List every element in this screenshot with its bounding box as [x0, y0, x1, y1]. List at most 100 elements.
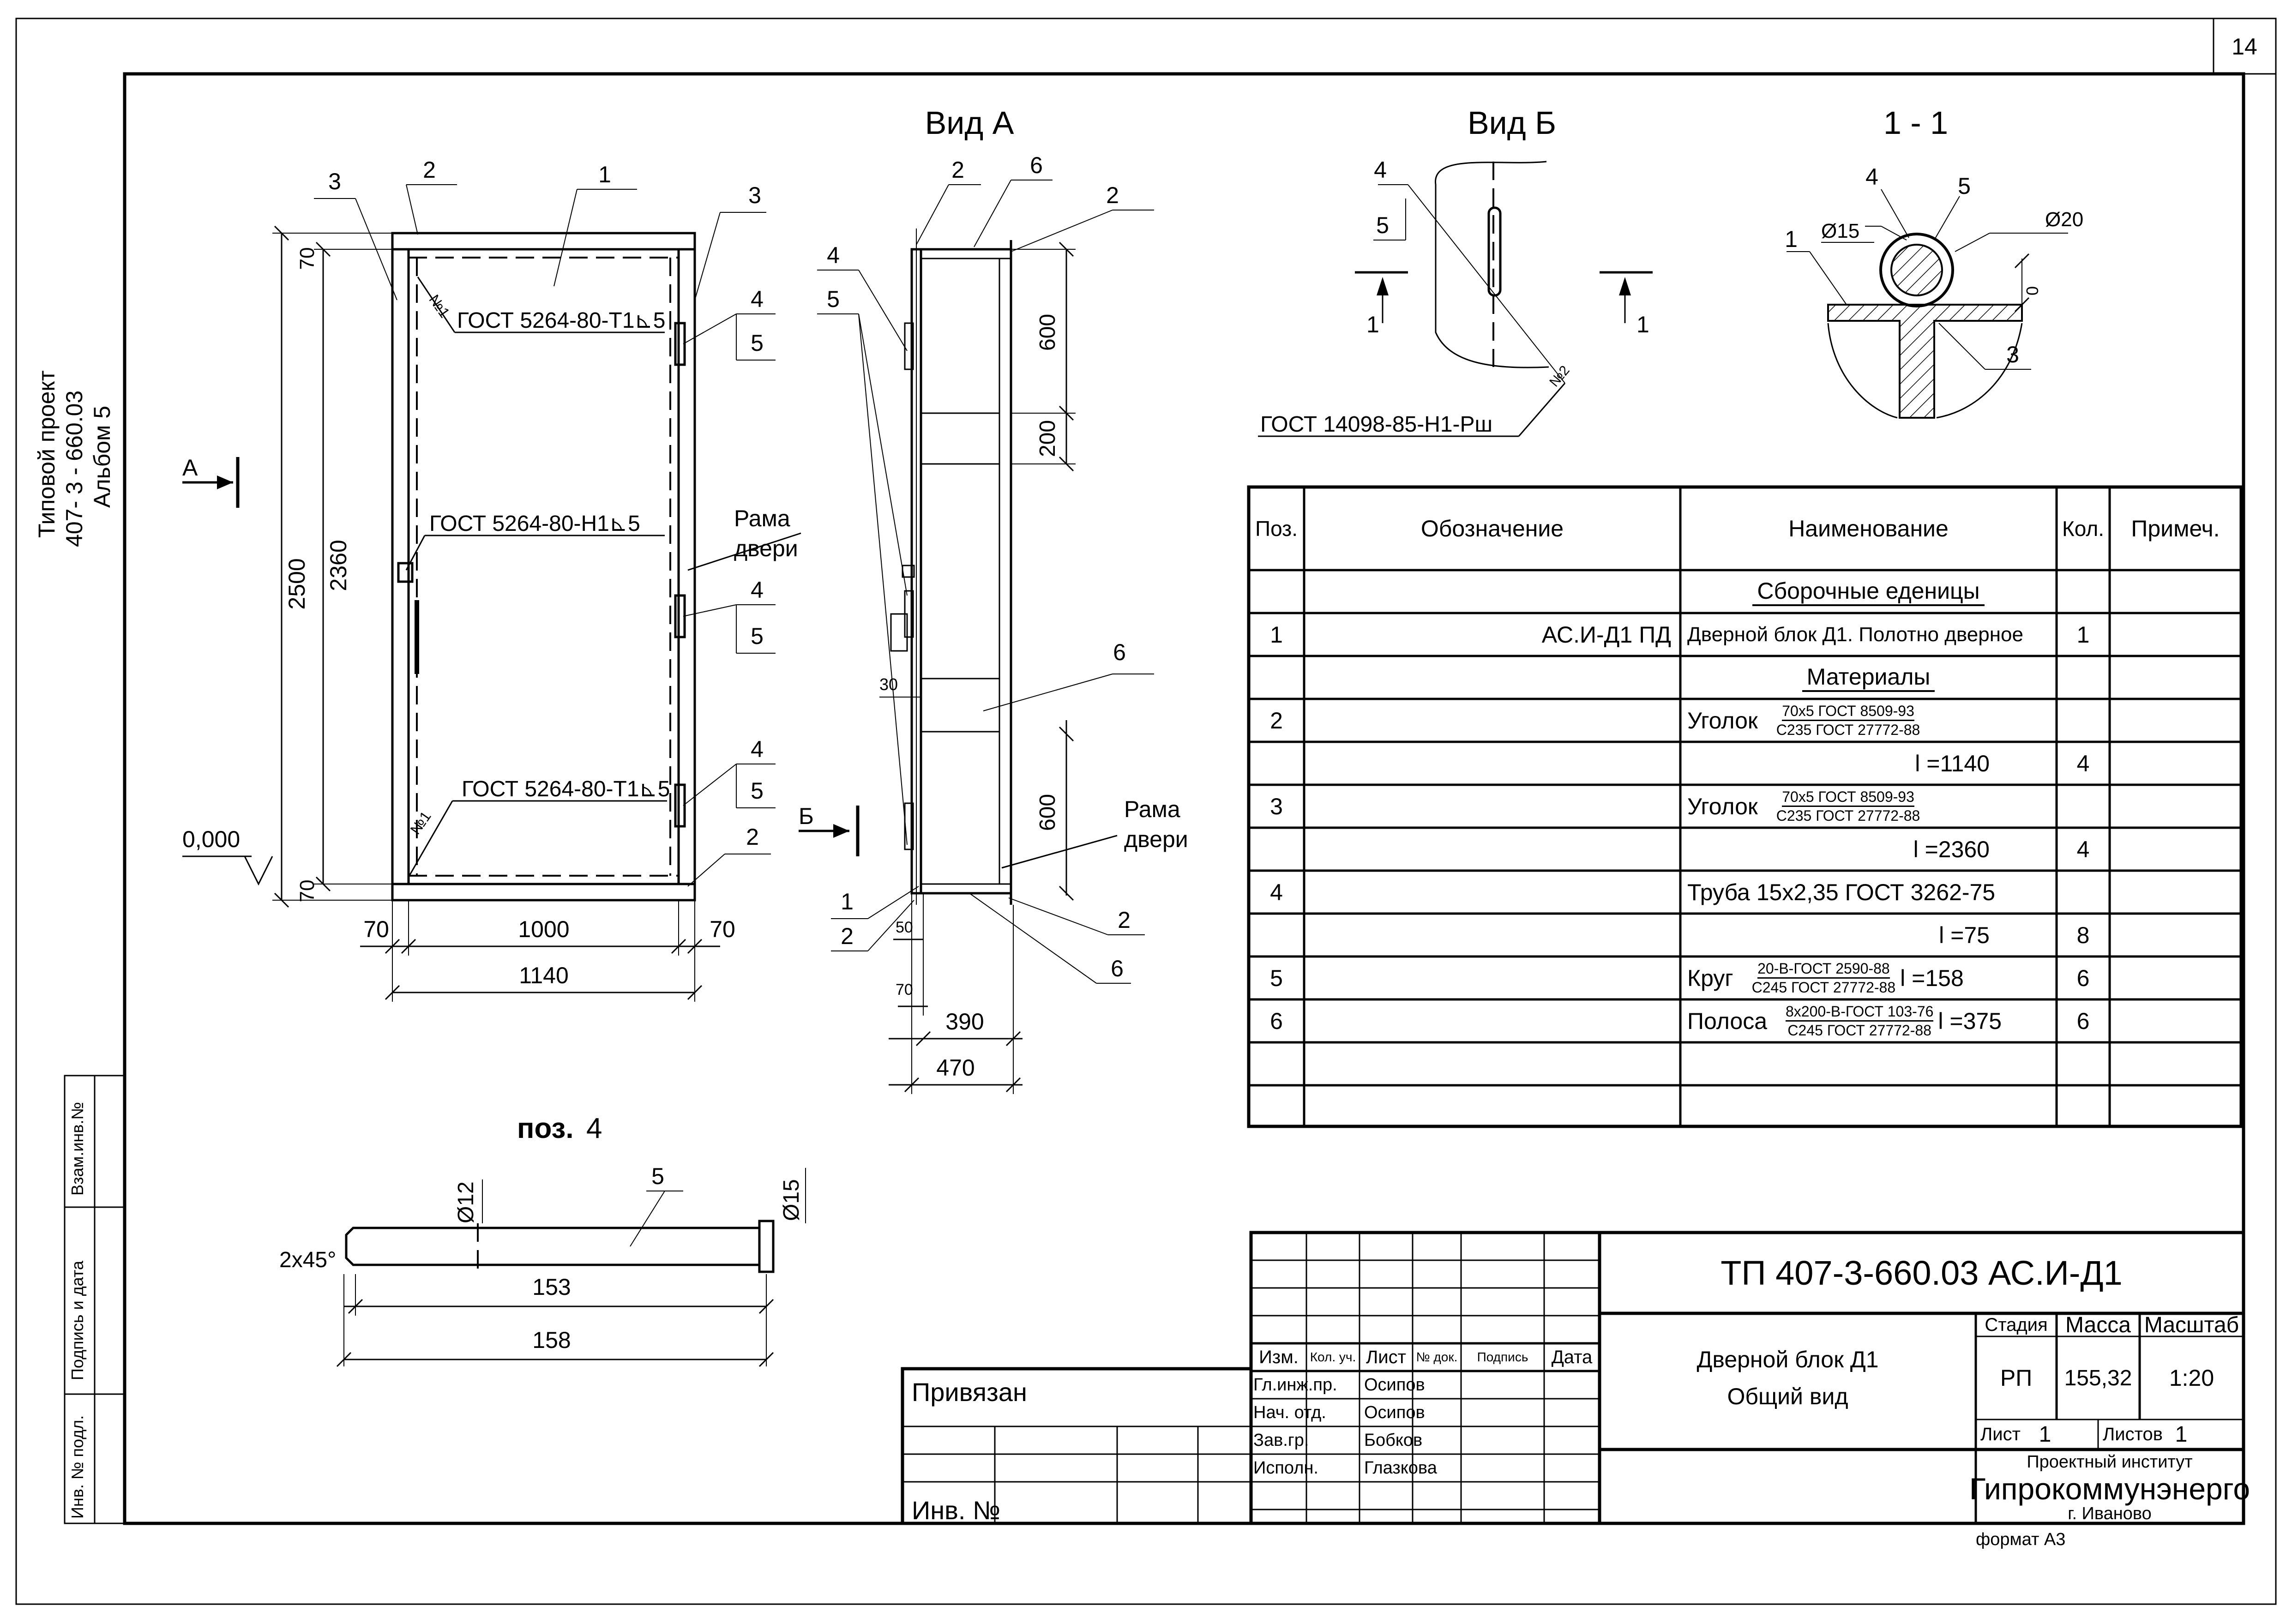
spec-name-text: Сборочные еденицы	[1752, 577, 1985, 606]
dim-30: 30	[879, 675, 898, 694]
dim-70-top: 70	[296, 247, 319, 270]
pos-4-a: 4	[751, 286, 764, 312]
fraction-top: 70х5 ГОСТ 8509-93	[1782, 788, 1914, 807]
dim-600-top: 600	[1035, 314, 1060, 351]
spec-name-text: l =1140	[1915, 750, 1990, 776]
scale-header: Масштаб	[2144, 1312, 2239, 1337]
sec-d0: 0	[2023, 286, 2042, 295]
fraction-top: 70х5 ГОСТ 8509-93	[1782, 702, 1914, 721]
spec-cell-designation: АС.И-Д1 ПД	[1541, 621, 1671, 648]
side-pos-1: 1	[841, 889, 854, 914]
spec-cell-qty: 4	[2076, 836, 2090, 862]
spec-cell-designation	[1304, 656, 1671, 699]
frame-label-2: двери	[734, 535, 798, 561]
view-b-sec-1-right: 1	[1636, 312, 1649, 337]
spec-cell-name: Материалы	[1687, 656, 2050, 699]
pos-3-left: 3	[328, 168, 341, 194]
spec-cell-qty: 1	[2076, 621, 2090, 648]
spec-cell-qty	[2057, 656, 2110, 699]
side-stamp-line3: Альбом 5	[89, 406, 115, 508]
title-col-header: Подпись	[1477, 1350, 1528, 1364]
dim-50: 50	[896, 919, 913, 936]
spec-cell-name: l =75	[1687, 914, 2050, 956]
project-side-stamp: Типовой проект 407- 3 - 660.03 Альбом 5	[34, 370, 115, 547]
title-role: Нач. отд.	[1253, 1402, 1326, 1422]
sec-pos-5: 5	[1958, 173, 1971, 199]
sheets-value: 1	[2175, 1422, 2188, 1447]
spec-name-text: Труба 15х2,35 ГОСТ 3262-75	[1687, 879, 1996, 905]
title-person: Бобков	[1364, 1430, 1423, 1450]
poz4-d15: Ø15	[779, 1179, 804, 1221]
poz4-word: поз.	[517, 1113, 574, 1144]
section-1-1: 1 - 1 4 5 Ø15 Ø20 1 3 0	[1785, 105, 2083, 419]
spec-cell-name: Дверной блок Д1. Полотно дверное	[1687, 613, 2050, 656]
spec-cell-name: l =2360	[1687, 828, 2050, 871]
sec-d15: Ø15	[1821, 220, 1859, 242]
fraction-bottom: С235 ГОСТ 27772-88	[1776, 807, 1920, 824]
spec-cell-pos: 2	[1270, 707, 1283, 734]
spec-cell-name: Сборочные еденицы	[1687, 570, 2050, 613]
fraction-bottom: С245 ГОСТ 27772-88	[1751, 979, 1896, 996]
side-view-a: Вид А 600 200 600 30 50	[799, 105, 1188, 1094]
front-view: 2500 2360 70 70 70 1000 70 1140 0,000 А …	[182, 157, 801, 1002]
spec-cell-pos	[1249, 828, 1304, 871]
document-code: ТП 407-3-660.03 АС.И-Д1	[1721, 1254, 2123, 1292]
drawing-name-line1: Дверной блок Д1	[1696, 1347, 1879, 1372]
spec-cell-designation	[1304, 570, 1671, 613]
title-block-grid	[901, 1231, 2245, 1525]
dim-70-bottom: 70	[296, 880, 319, 902]
gost-weld-mid: ГОСТ 5264-80-Н1⊾5	[429, 511, 640, 536]
spec-cell-qty: 8	[2076, 922, 2090, 948]
title-vid-b: Вид Б	[1468, 105, 1556, 141]
side-pos-2-b: 2	[1106, 182, 1119, 208]
arrow-a-label: А	[182, 455, 198, 481]
pos-2-bottom: 2	[746, 824, 759, 850]
pos-2-top: 2	[423, 157, 436, 183]
spec-name-text: Уголок	[1687, 793, 1758, 819]
spec-cell-qty: 4	[2076, 750, 2090, 776]
spec-cell-pos: 1	[1270, 621, 1283, 648]
spec-cell-qty	[2057, 570, 2110, 613]
spec-cell-qty: 6	[2076, 1008, 2090, 1034]
title-col-header: Изм.	[1259, 1347, 1299, 1367]
gost-weld-top: ГОСТ 5264-80-Т1⊾5	[457, 308, 665, 333]
fraction-top: 20-В-ГОСТ 2590-88	[1757, 960, 1890, 979]
spec-cell-pos	[1249, 656, 1304, 699]
spec-header-qty: Кол.	[2062, 517, 2104, 541]
dim-70-left: 70	[363, 916, 389, 942]
page-number: 14	[2232, 34, 2257, 60]
view-b-pos-5: 5	[1376, 212, 1389, 238]
dim-1140: 1140	[519, 962, 569, 988]
mass-header: Масса	[2065, 1312, 2131, 1337]
dim-470: 470	[936, 1055, 975, 1081]
spec-cell-qty	[2057, 1085, 2110, 1128]
spec-cell-name	[1687, 1085, 2050, 1128]
view-b: Вид Б 1 1 4 5 ГОСТ 14098-85-Н1-Рш №2	[1258, 105, 1653, 437]
view-b-sec-1-left: 1	[1366, 312, 1379, 337]
pos-4-b: 4	[751, 577, 764, 603]
inv-no-label: Инв. №	[912, 1495, 1001, 1525]
spec-cell-qty	[2057, 785, 2110, 828]
dim-2360: 2360	[325, 540, 351, 591]
side-pos-2-c: 2	[841, 923, 854, 949]
spec-header-designation: Обозначение	[1420, 516, 1564, 541]
spec-cell-name: Труба 15х2,35 ГОСТ 3262-75	[1687, 871, 2050, 914]
sheet-label: Лист	[1980, 1424, 2021, 1444]
institute-line3: г. Иваново	[2068, 1504, 2152, 1523]
dim-600-bottom: 600	[1035, 794, 1060, 831]
spec-cell-designation	[1304, 999, 1671, 1042]
spec-name-text: l =2360	[1913, 836, 1990, 862]
poz4-detail: поз. 4 5 Ø12 Ø15 2x45° 153 158	[279, 1113, 806, 1367]
pos-1: 1	[598, 162, 611, 187]
spec-name-text: Материалы	[1802, 663, 1935, 692]
spec-cell-designation	[1304, 785, 1671, 828]
side-pos-6-c: 6	[1111, 956, 1124, 981]
spec-cell-designation	[1304, 1042, 1671, 1085]
institute-line1: Проектный институт	[2027, 1452, 2193, 1472]
side-pos-6-a: 6	[1030, 152, 1043, 178]
stage-header: Стадия	[1985, 1314, 2048, 1335]
spec-name-text: Круг	[1687, 965, 1733, 991]
